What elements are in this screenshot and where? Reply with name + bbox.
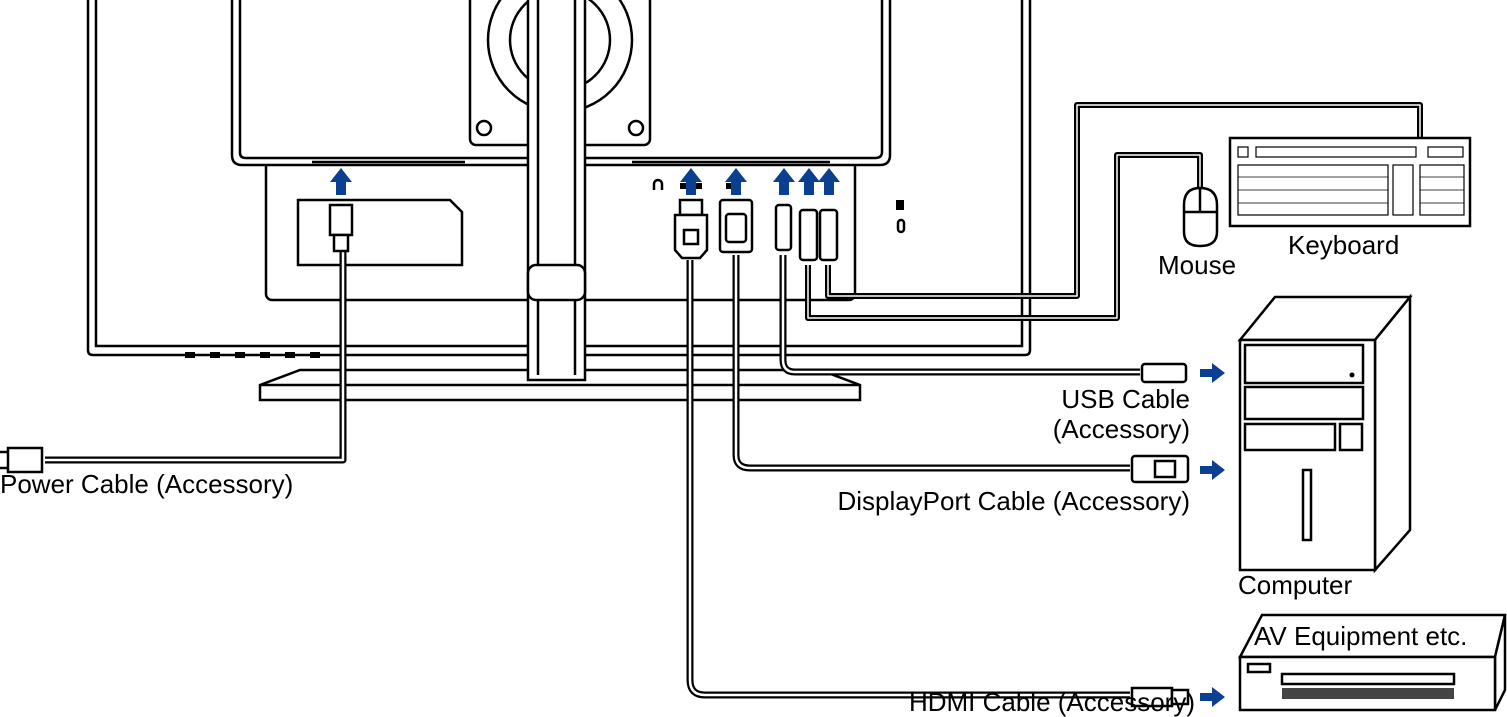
usb-cable-label-accessory: (Accessory) xyxy=(1053,414,1190,444)
headphone-port-icon xyxy=(652,178,664,190)
arrows xyxy=(330,168,1225,707)
cable-holder xyxy=(526,263,587,302)
av-equipment xyxy=(1237,613,1507,712)
control-buttons xyxy=(185,352,320,358)
arrow-right-icon xyxy=(1200,687,1225,707)
usb-plug xyxy=(818,208,839,262)
arrow-right-icon xyxy=(1200,363,1225,383)
arrow-up-icon xyxy=(773,168,795,195)
mouse-cable xyxy=(798,152,1203,321)
displayport-cable-label: DisplayPort Cable (Accessory) xyxy=(837,486,1190,516)
screw-icon xyxy=(475,119,493,137)
usb-cable-label: USB Cable xyxy=(1061,384,1190,414)
arrow-right-icon xyxy=(1200,460,1225,480)
usb-plug xyxy=(774,203,793,252)
monitor-back xyxy=(86,0,1032,402)
displayport-port-icon xyxy=(726,183,732,189)
arrow-up-icon xyxy=(798,168,820,195)
av-equipment-label: AV Equipment etc. xyxy=(1254,621,1467,651)
kensington-lock-icon xyxy=(896,200,904,210)
hdmi-plug xyxy=(678,198,704,217)
mouse xyxy=(1182,186,1219,248)
power-inlet xyxy=(296,198,464,267)
power-plug xyxy=(328,203,354,237)
power-plug-ac xyxy=(6,446,44,474)
mouse-label: Mouse xyxy=(1158,250,1236,280)
usb-plug xyxy=(798,208,819,262)
power-cable xyxy=(0,203,354,474)
arrow-up-icon xyxy=(680,168,702,195)
keyboard-cable xyxy=(818,102,1423,299)
computer-label: Computer xyxy=(1238,570,1352,600)
arrow-up-icon xyxy=(818,168,840,195)
lock-slot xyxy=(896,218,906,234)
hdmi-cable-label: HDMI Cable (Accessory) xyxy=(909,687,1195,717)
hdmi-cable xyxy=(673,198,1190,708)
arrow-up-icon xyxy=(725,168,747,195)
power-cable-label: Power Cable (Accessory) xyxy=(0,469,293,499)
keyboard xyxy=(1228,136,1472,228)
displayport-cable xyxy=(718,198,1190,484)
keyboard-label: Keyboard xyxy=(1288,230,1399,260)
arrow-up-icon xyxy=(330,168,352,195)
screw-icon xyxy=(627,119,645,137)
usb-cable xyxy=(774,203,1188,384)
computer xyxy=(1237,293,1413,574)
